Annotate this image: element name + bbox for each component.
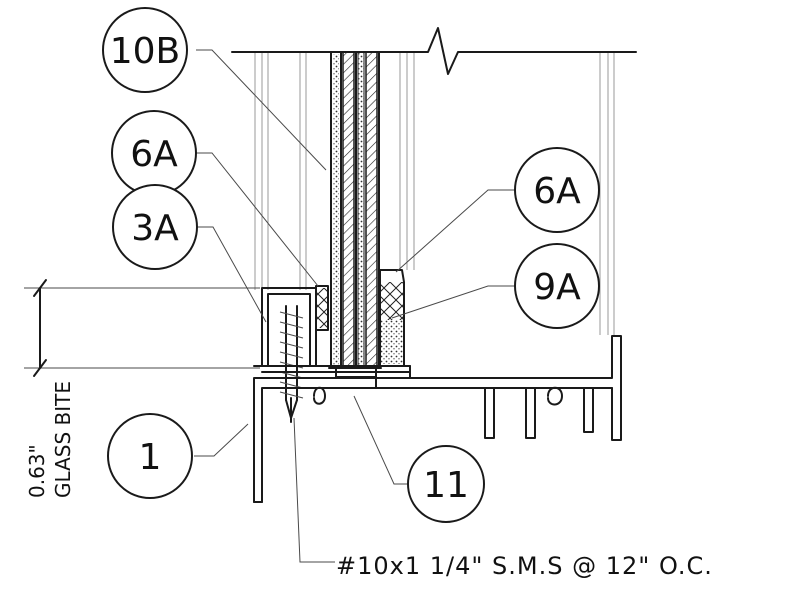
callout-3a-text: 3A [131, 208, 179, 249]
callout-9a-text: 9A [533, 267, 581, 308]
callout-11-text: 11 [423, 465, 469, 506]
callout-1: 1 [107, 413, 193, 499]
glass-unit [328, 51, 382, 369]
break-line [231, 27, 637, 75]
callout-1-text: 1 [139, 437, 162, 478]
callout-6a-left: 6A [111, 110, 197, 196]
frame-profile-lines [254, 52, 615, 335]
callout-10b: 10B [102, 7, 188, 93]
callout-6a-left-text: 6A [130, 134, 178, 175]
screw [279, 305, 304, 423]
interior-gasket [315, 285, 329, 331]
sill-extrusion [253, 335, 622, 503]
glazing-bead [261, 287, 317, 367]
dimension-label: GLASS BITE [51, 381, 75, 498]
callout-11: 11 [407, 445, 485, 523]
leader-lines [194, 49, 517, 563]
callout-9a: 9A [514, 243, 600, 329]
callout-6a-right: 6A [514, 147, 600, 233]
callout-3a: 3A [112, 184, 198, 270]
callout-10b-text: 10B [110, 31, 181, 72]
dimension-value: 0.63" [25, 444, 49, 498]
callout-6a-right-text: 6A [533, 171, 581, 212]
fastener-note: #10x1 1/4" S.M.S @ 12" O.C. [336, 552, 713, 580]
glass-bite-dimension [24, 279, 260, 377]
